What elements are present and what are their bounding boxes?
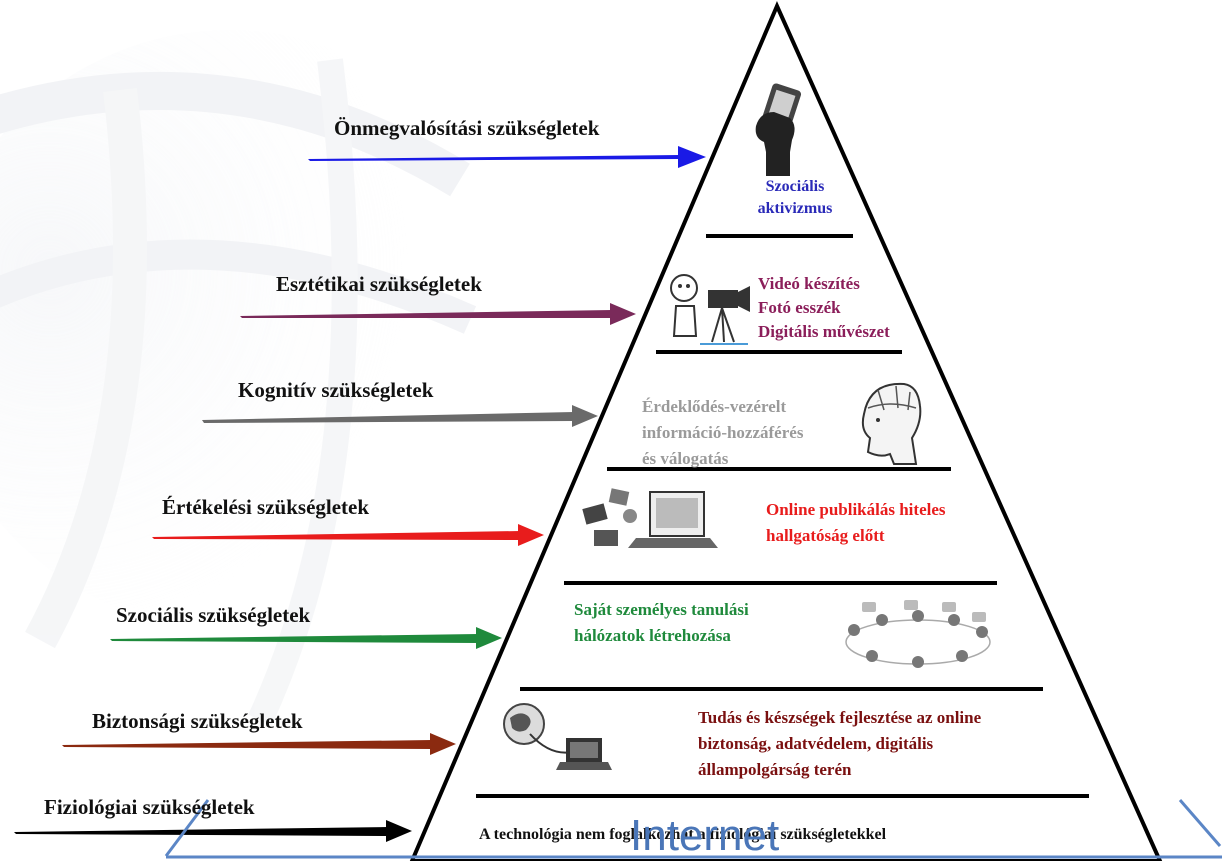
arrow-self-actualization [308,146,706,168]
level-text-online-safety: Tudás és készségek fejlesztése az online… [698,705,981,783]
internet-label: Internet [630,811,780,860]
need-label-esteem: Értékelési szükségletek [162,495,370,519]
need-label-safety: Biztonsági szükségletek [92,709,303,733]
background-watermark [0,30,530,726]
pyramid-body [409,1,1163,861]
level-line: Online publikálás hiteles [766,500,946,519]
level-line: Fotó esszék [758,298,841,317]
arrow-aesthetic [240,303,636,325]
level-line: Szociális [765,178,825,195]
video-camera-cartoon-icon [670,274,750,345]
internet-frame [164,799,1222,859]
level-text-physiological: A technológia nem foglalkozhat a fizioló… [479,823,886,847]
level-line: Tudás és készségek fejlesztése az online [698,708,982,727]
level-line: Saját személyes tanulási [574,600,749,619]
level-text-creative-media: Videó készítés Fotó esszék Digitális műv… [758,272,890,344]
level-line: Érdeklődés-vezérelt [642,397,787,416]
level-line: hallgatóság előtt [766,526,885,545]
media-laptop-icon [582,488,718,548]
level-line: és válogatás [642,449,729,468]
need-label-aesthetic: Esztétikai szükségletek [276,272,482,296]
level-line: aktivizmus [757,200,833,217]
arrow-esteem [152,524,544,546]
globe-laptop-icon [503,703,612,770]
pyramid-dividers [476,234,1089,798]
need-label-social: Szociális szükségletek [116,603,311,627]
level-line: állampolgárság terén [698,760,852,779]
level-line: hálózatok létrehozása [574,626,731,645]
level-line: A technológia nem foglalkozhat a fizioló… [479,826,887,843]
arrow-social [110,627,502,649]
level-line: biztonság, adatvédelem, digitális [698,734,934,753]
need-arrows [14,146,706,842]
level-text-learning-networks: Saját személyes tanulási hálózatok létre… [574,597,749,649]
level-text-social-activism: Szociális aktivizmus [750,176,840,220]
need-label-cognitive: Kognitív szükségletek [238,378,434,402]
level-line: információ-hozzáférés [642,423,804,442]
level-line: Digitális művészet [758,322,890,341]
need-label-physiological: Fiziológiai szükségletek [44,795,255,819]
arrow-physiological [14,820,412,842]
phrenology-head-icon [861,382,922,465]
raised-fist-phone-icon [755,83,802,176]
need-label-self-actualization: Önmegvalósítási szükségletek [334,116,600,140]
level-line: Videó készítés [758,274,860,293]
arrow-cognitive [202,405,598,427]
level-text-information-access: Érdeklődés-vezérelt információ-hozzáféré… [642,394,803,472]
arrow-safety [62,733,456,755]
level-text-online-publishing: Online publikálás hiteles hallgatóság el… [766,497,946,549]
people-network-icon [845,600,991,668]
